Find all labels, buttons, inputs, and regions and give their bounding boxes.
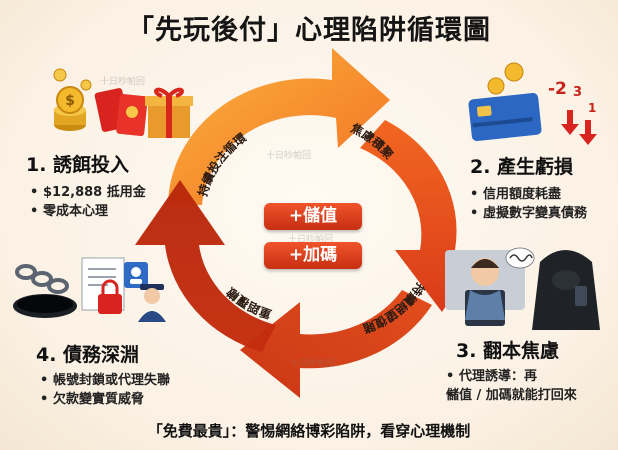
footer-warning: 「免費最貴」：警惕網絡博彩陷阱，看穿心理機制 [147, 422, 471, 440]
badge-deposit: +儲值 [264, 203, 362, 230]
stage-3-bullets: 代理誘導：再 儲值 / 加碼就能打回來 [446, 367, 577, 405]
page-title: 「先玩後付」心理陷阱循環圖 [127, 15, 491, 46]
stage-1-bullet: 零成本心理 [30, 202, 146, 221]
credit-card-loss-illustration: -2 3 1 [468, 62, 597, 145]
stage-2-bullet: 虛擬數字變真債務 [470, 204, 587, 223]
debt-abyss-illustration [13, 257, 166, 322]
stage-3: 3. 翻本焦慮 代理誘導：再 儲值 / 加碼就能打回來 [446, 336, 577, 405]
watermark: 十日吵帕回 [266, 151, 312, 161]
stage-1-title: 1. 誘餌投入 [26, 154, 130, 176]
stage-2-bullet: 信用額度耗盡 [470, 185, 587, 204]
anxiety-illustration [445, 247, 600, 330]
padlock-icon [98, 279, 122, 314]
stage-1: 1. 誘餌投入 $12,888 抵用金 零成本心理 [26, 150, 146, 221]
watermark: 十日吵帕回 [290, 359, 336, 369]
coin-stack-icon: $ [53, 68, 92, 131]
stage-1-bullets: $12,888 抵用金 零成本心理 [30, 183, 146, 221]
stage-2: 2. 產生虧損 信用額度耗盡 虛擬數字變真債務 [470, 152, 587, 223]
stage-2-bullets: 信用額度耗盡 虛擬數字變真債務 [470, 185, 587, 223]
cycle-arrow-left [135, 180, 276, 352]
watermark: 十日吵帕回 [100, 77, 146, 87]
stage-3-bullet: 代理誘導：再 [446, 367, 577, 386]
stage-4-bullet: 欠款變實質威脅 [40, 390, 170, 409]
hooded-figure-icon [532, 250, 600, 330]
coins-gift-illustration: $ [53, 68, 193, 138]
badge-increase-bet: +加碼 [264, 242, 362, 269]
svg-text:3: 3 [573, 85, 582, 100]
cycle-arrow-top [168, 48, 390, 205]
down-arrow-icon [561, 110, 597, 145]
user-profile-icon [124, 262, 148, 288]
svg-text:$: $ [65, 93, 75, 109]
svg-text:-2: -2 [548, 79, 567, 99]
red-envelope-icon [94, 88, 148, 137]
watermark: 十日吵帕回 [288, 235, 334, 245]
stage-4-bullets: 帳號封鎖或代理失聯 欠款變實質威脅 [40, 371, 170, 409]
stage-2-title: 2. 產生虧損 [470, 156, 574, 178]
stage-3-bullet-continued: 儲值 / 加碼就能打回來 [446, 386, 577, 405]
stage-4: 4. 債務深淵 帳號封鎖或代理失聯 欠款變實質威脅 [36, 340, 170, 409]
stage-1-bullet: $12,888 抵用金 [30, 183, 146, 202]
scribble-bubble-icon [505, 247, 535, 269]
cycle-arrow-bottom [240, 290, 432, 398]
stage-4-title: 4. 債務深淵 [36, 344, 140, 366]
stage-4-bullet: 帳號封鎖或代理失聯 [40, 371, 170, 390]
stage-3-title: 3. 翻本焦慮 [456, 340, 560, 362]
broken-chain-icon [15, 264, 69, 294]
svg-text:1: 1 [588, 101, 596, 115]
gift-box-icon [145, 87, 193, 138]
credit-card-icon [468, 92, 542, 142]
police-officer-icon [138, 284, 166, 322]
loss-numbers: -2 3 1 [548, 79, 596, 115]
